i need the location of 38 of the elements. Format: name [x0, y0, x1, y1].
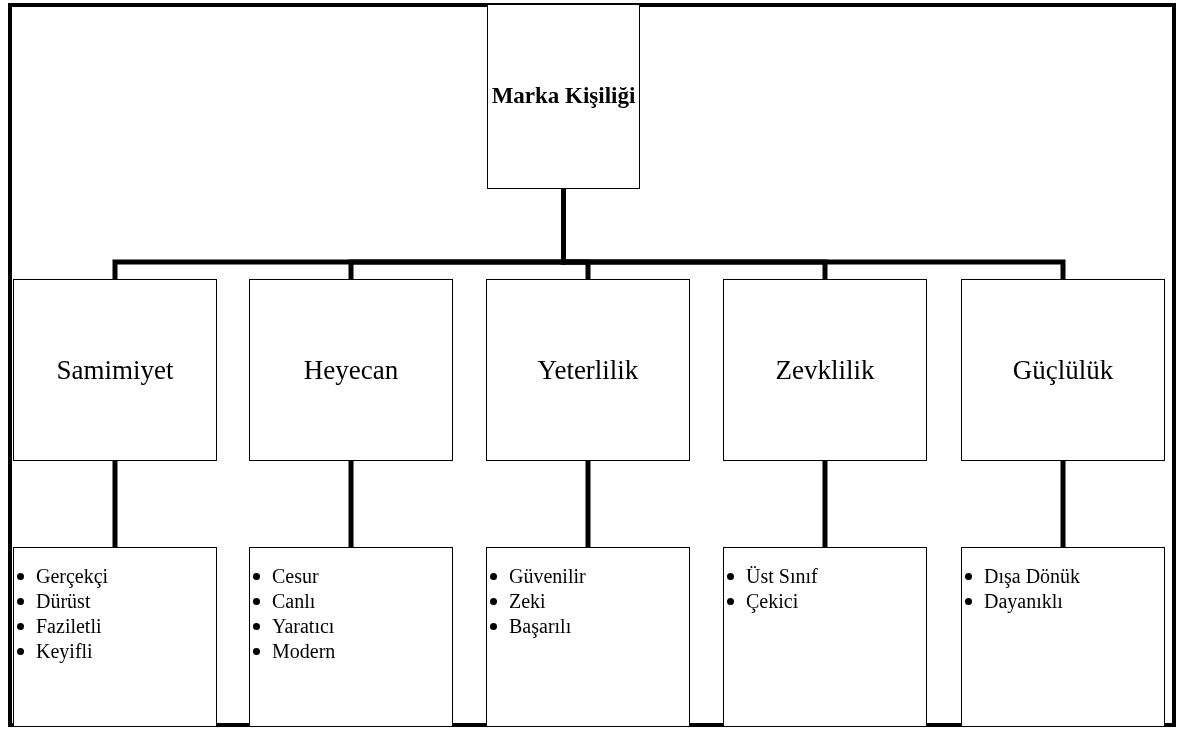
category-label: Güçlülük	[1012, 354, 1114, 386]
connector-line	[561, 189, 1066, 279]
connector-line	[1060, 461, 1066, 547]
trait-text: Çekici	[746, 590, 799, 612]
category-box	[486, 279, 690, 461]
category-box	[249, 279, 453, 461]
trait-text: Yaratıcı	[272, 615, 335, 637]
trait-text: Üst Sınıf	[746, 565, 818, 587]
trait-text: Keyifli	[36, 640, 93, 662]
trait-text: Dayanıklı	[984, 590, 1063, 612]
trait-list-box	[961, 547, 1165, 727]
trait-list-box	[723, 547, 927, 727]
category-label: Zevklilik	[775, 354, 875, 386]
trait-list-box	[13, 547, 217, 727]
trait-text: Dışa Dönük	[984, 565, 1081, 587]
trait-text: Canlı	[272, 590, 316, 612]
connector-line	[348, 461, 354, 547]
trait-list-box	[249, 547, 453, 727]
root-box	[487, 4, 640, 189]
category-label: Heyecan	[303, 354, 399, 386]
category-box	[723, 279, 927, 461]
trait-text: Modern	[272, 640, 336, 662]
trait-text: Faziletli	[36, 615, 102, 637]
connector-line	[822, 461, 828, 547]
category-label: Samimiyet	[56, 354, 174, 386]
category-box	[13, 279, 217, 461]
trait-text: Güvenilir	[509, 565, 586, 587]
category-label: Yeterlilik	[537, 354, 639, 386]
trait-text: Zeki	[509, 590, 546, 612]
connector-line	[112, 461, 118, 547]
trait-text: Gerçekçi	[36, 565, 109, 587]
trait-list-box	[486, 547, 690, 727]
connector-line	[585, 461, 591, 547]
category-box	[961, 279, 1165, 461]
trait-text: Başarılı	[509, 615, 572, 637]
root-title: Marka Kişiliği	[491, 83, 636, 110]
trait-text: Cesur	[272, 565, 319, 587]
trait-text: Dürüst	[36, 590, 91, 612]
